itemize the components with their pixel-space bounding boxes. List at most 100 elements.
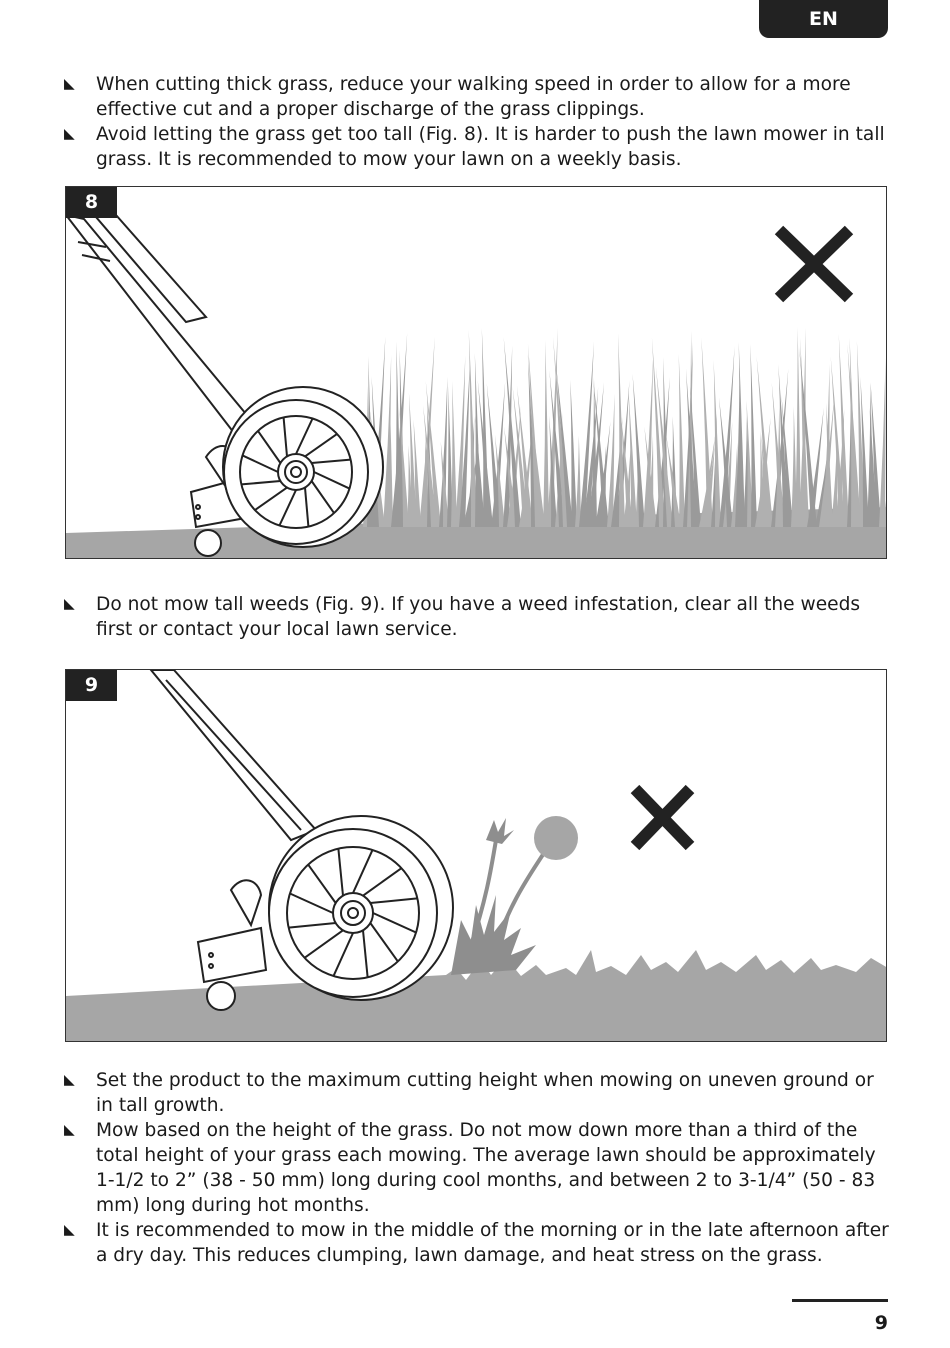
grass-blade bbox=[399, 407, 409, 527]
grass-blade bbox=[655, 366, 673, 527]
grass-blade bbox=[618, 333, 625, 527]
wheel-spoke bbox=[313, 471, 350, 490]
grass-blade bbox=[549, 370, 565, 527]
ground bbox=[66, 950, 886, 1041]
grass-blade bbox=[826, 402, 833, 527]
grass-blade bbox=[494, 434, 505, 527]
wheel-spoke bbox=[370, 897, 418, 904]
grass-blade bbox=[718, 397, 733, 527]
grass-blade bbox=[756, 356, 773, 527]
grass-blade bbox=[689, 386, 701, 527]
grass-blade bbox=[408, 392, 417, 527]
wheel-spoke bbox=[369, 922, 399, 962]
grass-blade bbox=[651, 337, 665, 527]
language-tab: EN bbox=[759, 0, 888, 38]
mower-handle bbox=[66, 213, 263, 444]
grass-blade bbox=[475, 415, 485, 527]
grass-blade bbox=[555, 363, 573, 527]
wheel-spoke bbox=[289, 892, 334, 914]
grass-blade bbox=[678, 353, 685, 527]
figure-number: 9 bbox=[66, 670, 117, 701]
triangle-bullet-icon: ◣ bbox=[64, 1072, 75, 1088]
grass-blade bbox=[579, 341, 594, 527]
wheel-spoke bbox=[282, 417, 288, 457]
grass-blade bbox=[477, 379, 493, 527]
grass-blade bbox=[425, 381, 441, 527]
grass-blade bbox=[503, 336, 521, 527]
grass-blade bbox=[731, 442, 738, 527]
wheel-spoke bbox=[304, 487, 310, 527]
grass-blade bbox=[395, 341, 401, 527]
wheel-spoke bbox=[288, 922, 336, 929]
grass-blade bbox=[781, 395, 793, 527]
list-item: ◣Avoid letting the grass get too tall (F… bbox=[64, 124, 885, 170]
grass-blade bbox=[543, 340, 549, 527]
wheel-spoke bbox=[362, 930, 369, 978]
wheel-spoke bbox=[254, 486, 288, 511]
figure-number: 8 bbox=[66, 187, 117, 218]
wheel-spoke bbox=[307, 864, 337, 904]
wheel-spoke bbox=[278, 489, 297, 526]
grass-blade bbox=[883, 500, 886, 527]
figure-8: 8 bbox=[65, 186, 887, 559]
grass-blade bbox=[468, 329, 477, 527]
seed-head bbox=[534, 816, 578, 860]
grass-blade bbox=[644, 426, 657, 527]
bullet-list-top: ◣When cutting thick grass, reduce your w… bbox=[62, 72, 892, 172]
grass-blade bbox=[593, 379, 609, 527]
triangle-bullet-icon: ◣ bbox=[64, 76, 75, 92]
bullet-list-middle: ◣Do not mow tall weeds (Fig. 9). If you … bbox=[62, 592, 892, 642]
grass-blade bbox=[847, 344, 861, 527]
grass-blade bbox=[413, 419, 421, 527]
cross-icon bbox=[774, 225, 854, 303]
grass-blade bbox=[486, 383, 501, 527]
wheel-spoke bbox=[362, 867, 402, 897]
triangle-bullet-icon: ◣ bbox=[64, 1122, 75, 1138]
wheel-spoke bbox=[242, 454, 279, 473]
grass-blade bbox=[643, 354, 654, 527]
list-item: ◣It is recommended to mow in the middle … bbox=[64, 1220, 889, 1266]
grass-blade bbox=[860, 376, 869, 527]
wheel-spoke bbox=[295, 418, 314, 455]
grass-blade bbox=[830, 356, 845, 527]
grass-blade bbox=[620, 408, 633, 527]
grass-blade bbox=[750, 343, 757, 527]
grass-blade bbox=[451, 381, 457, 527]
cross-icon bbox=[630, 784, 695, 851]
leaves bbox=[451, 895, 536, 975]
grass-blade bbox=[459, 359, 470, 527]
grass-blade bbox=[771, 382, 785, 527]
grass-blade bbox=[799, 347, 817, 527]
grass-blade bbox=[795, 327, 801, 527]
grass-blade bbox=[831, 440, 838, 527]
grass-blade bbox=[447, 386, 453, 527]
grass-blade bbox=[713, 360, 721, 527]
grass-blade bbox=[575, 435, 581, 527]
dandelion-weed bbox=[451, 816, 578, 975]
grass-blade bbox=[387, 394, 393, 527]
footer-rule bbox=[792, 1299, 888, 1302]
grass-blade bbox=[504, 426, 517, 527]
wheel-spoke bbox=[337, 848, 344, 896]
wheel-spoke bbox=[352, 849, 374, 894]
triangle-bullet-icon: ◣ bbox=[64, 1222, 75, 1238]
mower-frame bbox=[196, 879, 268, 1011]
grass-blade bbox=[570, 379, 577, 527]
wheel-spoke bbox=[304, 433, 338, 458]
page-number: 9 bbox=[874, 1312, 888, 1334]
wheel-spoke bbox=[311, 458, 351, 464]
flower-head bbox=[486, 818, 514, 844]
tall-grass bbox=[363, 327, 886, 527]
grass-blade bbox=[611, 417, 623, 527]
mower-wheel bbox=[222, 386, 384, 548]
wheel-spoke bbox=[372, 912, 417, 934]
grass-blade bbox=[701, 337, 713, 527]
grass-blade bbox=[838, 333, 849, 527]
mower-wheel bbox=[268, 815, 454, 1001]
grass-blade bbox=[791, 406, 797, 527]
grass-blade bbox=[512, 386, 529, 527]
wheel-spoke bbox=[310, 480, 335, 514]
figure-9-illustration bbox=[66, 670, 886, 1041]
grass-blade bbox=[666, 435, 681, 527]
triangle-bullet-icon: ◣ bbox=[64, 596, 75, 612]
